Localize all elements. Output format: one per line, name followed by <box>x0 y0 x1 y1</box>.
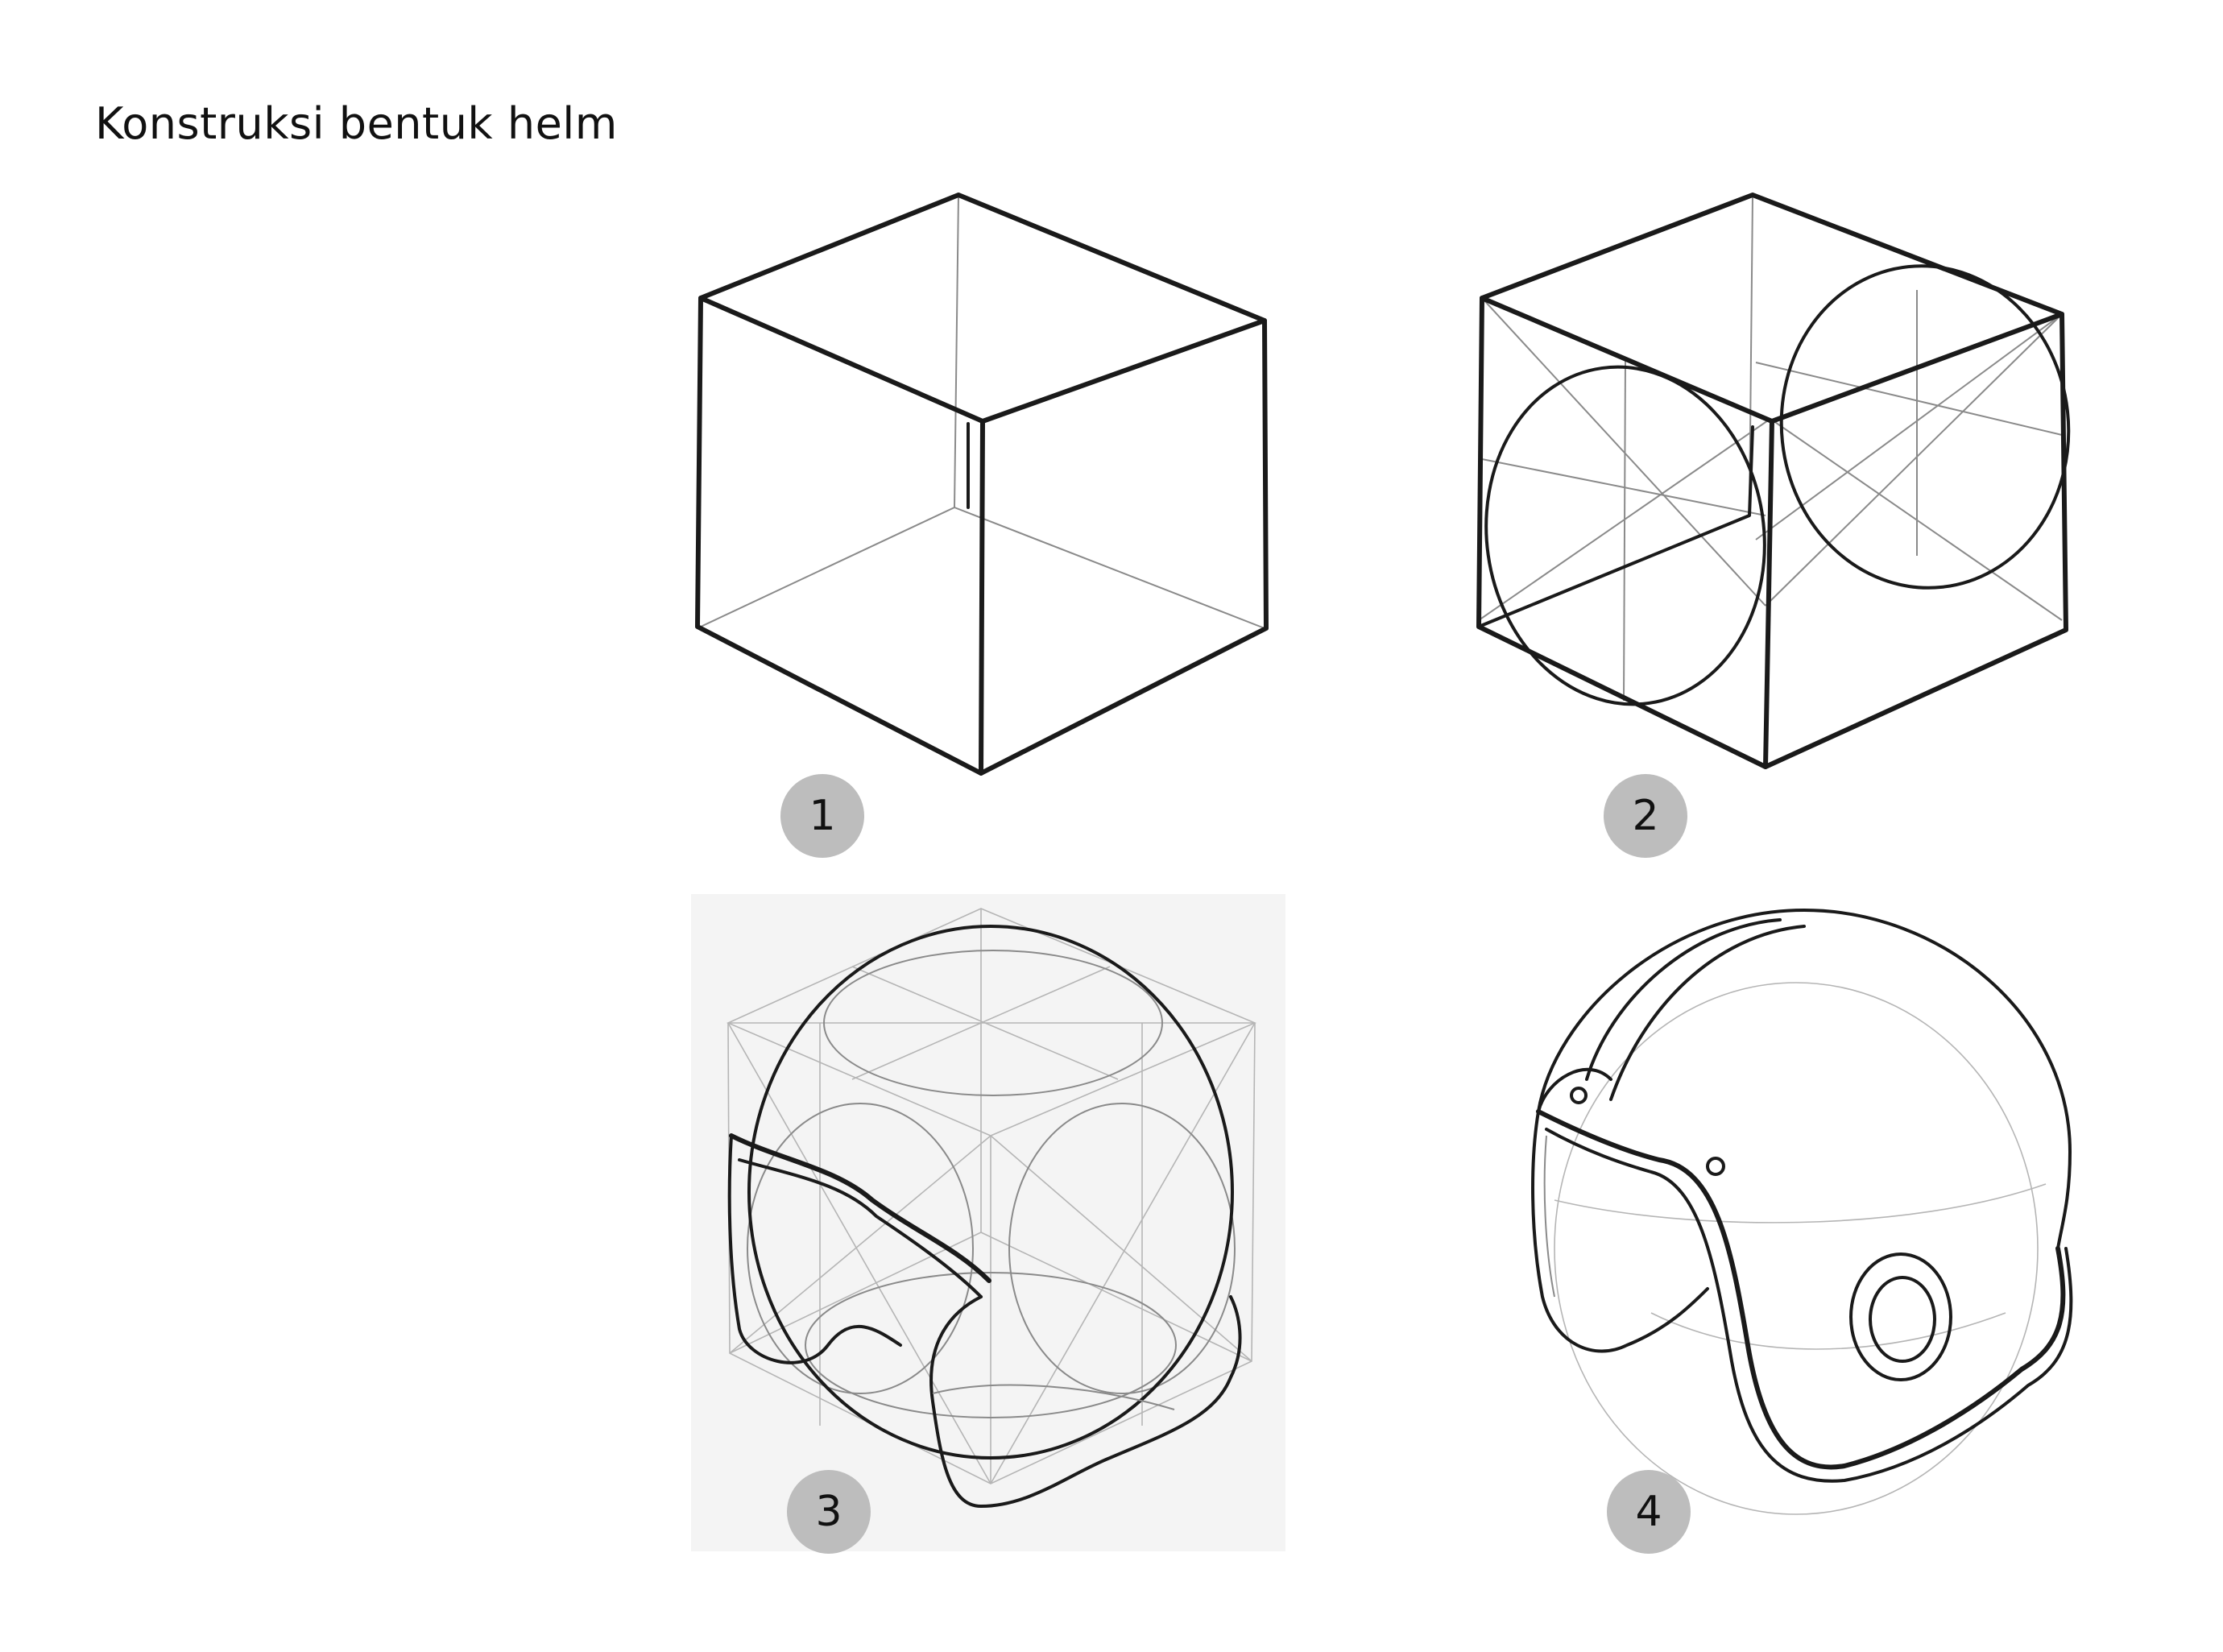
step-3-helmet-construction-sketch <box>691 894 1285 1551</box>
step-3-number-badge: 3 <box>787 1470 871 1554</box>
step-2-cube-circles-sketch <box>1466 185 2094 797</box>
step-2-number-badge: 2 <box>1604 774 1687 858</box>
helmet-construction-drawing <box>727 908 1257 1508</box>
cube-drawing <box>695 193 1269 776</box>
step-1-number-badge: 1 <box>780 774 864 858</box>
page-title: Konstruksi bentuk helm <box>95 98 618 149</box>
step-4-number-badge: 4 <box>1607 1470 1691 1554</box>
step-1-cube-sketch <box>685 185 1281 797</box>
cube-circles-drawing <box>1476 193 2071 769</box>
helmet-drawing <box>1531 909 2073 1515</box>
step-4-helmet-sketch <box>1490 894 2118 1515</box>
